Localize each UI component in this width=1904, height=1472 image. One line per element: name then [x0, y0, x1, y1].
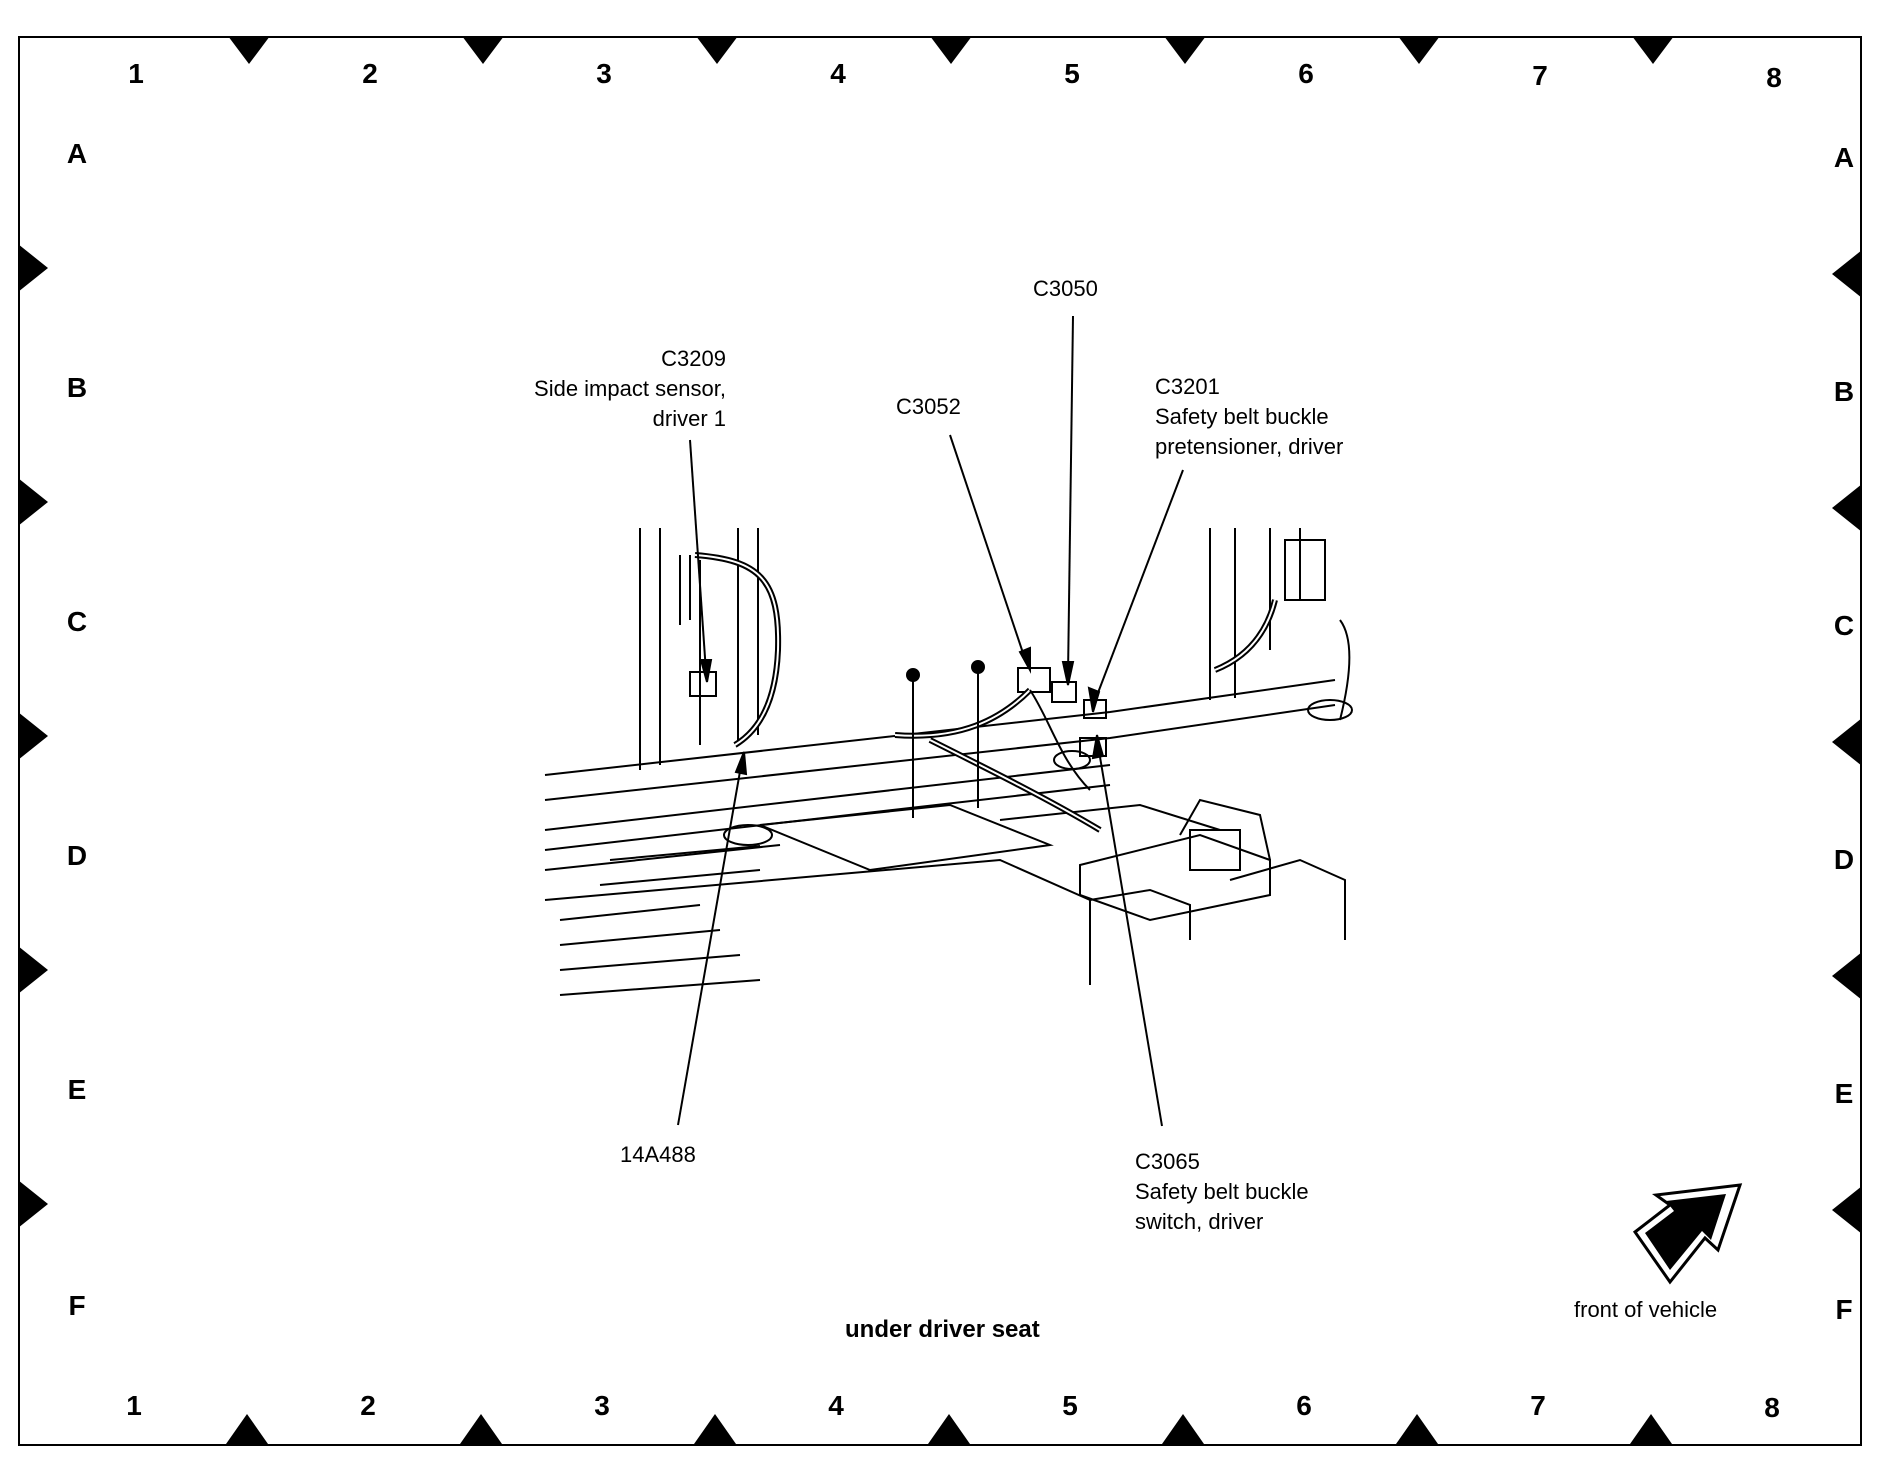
callout-c3052: C3052: [896, 392, 961, 422]
row-label-f-left: F: [68, 1290, 86, 1321]
callout-c3201: C3201 Safety belt buckle pretensioner, d…: [1155, 372, 1343, 462]
bottom-grid-markers: [226, 1414, 1672, 1444]
callout-c3065-line2: switch, driver: [1135, 1209, 1264, 1234]
column-label-3-top: 3: [596, 58, 612, 89]
callout-c3209-line1: Side impact sensor,: [534, 376, 726, 401]
row-label-d-right: D: [1833, 844, 1855, 875]
callout-c3050-code: C3050: [1033, 276, 1098, 301]
callout-14a488-code: 14A488: [620, 1142, 696, 1167]
row-label-e-right: E: [1834, 1078, 1854, 1109]
column-label-2-bottom: 2: [360, 1390, 376, 1421]
callout-c3209: C3209 Side impact sensor, driver 1: [520, 344, 726, 434]
callout-c3201-line1: Safety belt buckle: [1155, 404, 1329, 429]
callout-c3209-line2: driver 1: [652, 406, 726, 431]
front-arrow-icon: [1632, 1183, 1743, 1285]
row-label-a-left: A: [66, 138, 88, 169]
row-label-b-right: B: [1833, 376, 1855, 407]
row-label-d-left: D: [66, 840, 88, 871]
floor-illustration: [544, 528, 1353, 996]
leader-lines: [677, 315, 1184, 1127]
callout-c3201-line2: pretensioner, driver: [1155, 434, 1344, 459]
column-label-6-top: 6: [1298, 58, 1314, 89]
column-label-1-bottom: 1: [126, 1390, 142, 1421]
callout-c3065-code: C3065: [1135, 1149, 1200, 1174]
column-label-7-top: 7: [1532, 60, 1548, 91]
right-grid-markers: [1832, 250, 1862, 1234]
callout-c3201-code: C3201: [1155, 374, 1220, 399]
column-label-7-bottom: 7: [1530, 1390, 1546, 1421]
callout-14a488: 14A488: [620, 1140, 696, 1170]
callout-c3065: C3065 Safety belt buckle switch, driver: [1135, 1147, 1309, 1237]
left-grid-markers: [18, 244, 48, 1228]
row-label-f-right: F: [1835, 1294, 1853, 1325]
top-grid-markers: [228, 36, 1674, 64]
row-label-c-right: C: [1833, 610, 1855, 641]
column-label-2-top: 2: [362, 58, 378, 89]
callout-c3050: C3050: [1033, 274, 1098, 304]
diagram-caption: under driver seat: [845, 1316, 1040, 1343]
row-label-b-left: B: [66, 372, 88, 403]
column-label-4-bottom: 4: [828, 1390, 844, 1421]
column-label-5-top: 5: [1064, 58, 1080, 89]
column-label-8-top: 8: [1766, 62, 1782, 93]
column-label-5-bottom: 5: [1062, 1390, 1078, 1421]
row-label-c-left: C: [66, 606, 88, 637]
row-label-e-left: E: [67, 1074, 87, 1105]
column-label-1-top: 1: [128, 58, 144, 89]
row-label-a-right: A: [1833, 142, 1855, 173]
column-label-4-top: 4: [830, 58, 846, 89]
callout-c3209-code: C3209: [661, 346, 726, 371]
callout-c3065-line1: Safety belt buckle: [1135, 1179, 1309, 1204]
column-label-6-bottom: 6: [1296, 1390, 1312, 1421]
front-of-vehicle-label: front of vehicle: [1574, 1297, 1718, 1322]
column-label-3-bottom: 3: [594, 1390, 610, 1421]
callout-c3052-code: C3052: [896, 394, 961, 419]
column-label-8-bottom: 8: [1764, 1392, 1780, 1423]
